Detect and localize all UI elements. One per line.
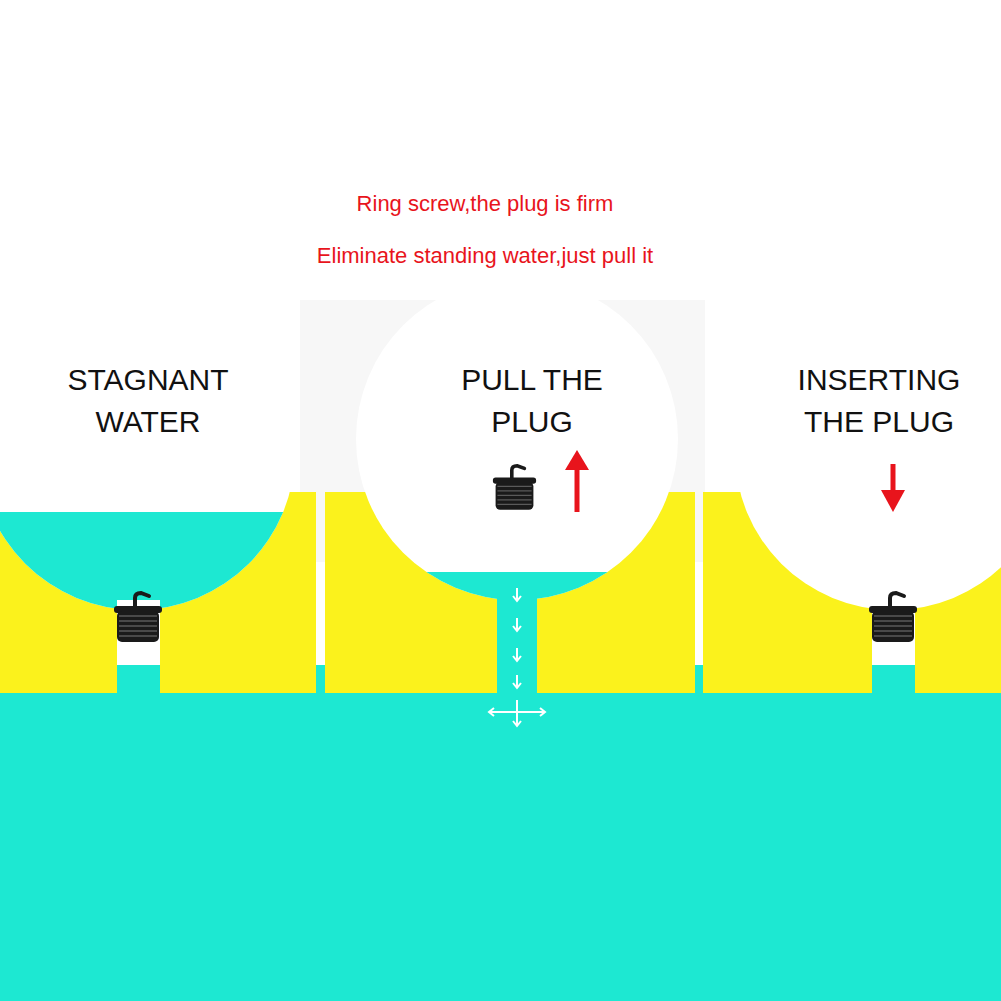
hull-section — [325, 278, 695, 693]
insert-arrow — [881, 464, 905, 512]
plug — [869, 593, 917, 642]
flow-arrows — [489, 588, 545, 726]
plug — [114, 593, 162, 642]
water-body — [0, 665, 1001, 1001]
panel-label: STAGNANT WATER — [48, 359, 248, 443]
caption-line: Eliminate standing water,just pull it — [165, 242, 805, 270]
caption-line: Ring screw,the plug is firm — [165, 190, 805, 218]
hull-section — [0, 294, 316, 693]
hull-section — [703, 294, 1001, 693]
pull-arrow — [565, 450, 589, 512]
plug — [493, 466, 536, 510]
panel-label: PULL THE PLUG — [436, 359, 628, 443]
panel-label: INSERTING THE PLUG — [773, 359, 985, 443]
